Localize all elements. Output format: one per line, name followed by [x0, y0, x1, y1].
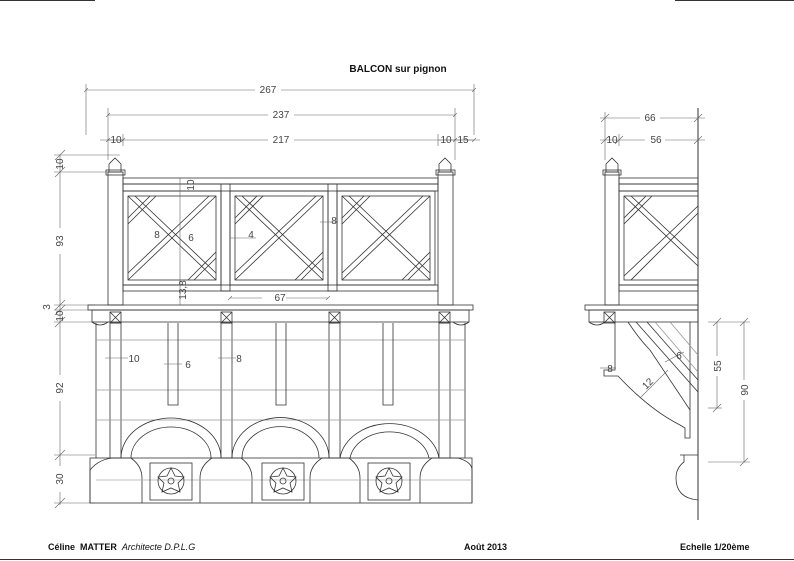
dim-overall-width: 267 [260, 85, 277, 96]
dim-baluster: 6 [185, 360, 191, 371]
dim-side-overall: 66 [644, 113, 656, 124]
dim-side-total: 90 [740, 384, 751, 396]
dim-railing: 93 [55, 235, 66, 247]
author-block: Céline MATTER Architecte D.P.L.G [48, 542, 195, 552]
author-last-name: MATTER [80, 542, 117, 552]
dim-front-post: 10 [128, 354, 140, 365]
dim-side-depth: 56 [650, 135, 662, 146]
dim-left-post: 10 [110, 135, 122, 146]
dim-lattice-c: 4 [248, 230, 254, 241]
dim-brace: 12 [640, 376, 656, 392]
scale-text: Echelle 1/20ème [680, 542, 750, 552]
dim-lattice: 8 [154, 230, 160, 241]
dim-rail-right: 8 [331, 216, 337, 227]
dim-post-cap: 10 [55, 158, 66, 170]
side-view-dimensions: 66 10 56 55 90 8 12 6 [606, 113, 751, 396]
drawing-scale: Echelle 1/20ème [680, 542, 750, 552]
front-view-dimensions: 267 237 10 217 10 15 67 10 93 3 10 92 30… [42, 85, 469, 485]
dim-side-post: 10 [606, 135, 618, 146]
front-view [54, 84, 480, 509]
dim-right-overhang: 15 [457, 135, 469, 146]
dim-base: 30 [55, 473, 66, 485]
author-first-name: Céline [48, 542, 76, 552]
dim-bracket-zone: 92 [55, 382, 66, 394]
side-view [584, 108, 750, 520]
dim-baluster-b: 8 [236, 354, 242, 365]
drawing-date: Août 2013 [464, 542, 507, 552]
dim-side-lower: 55 [713, 360, 724, 372]
dim-panel: 67 [274, 293, 286, 304]
dim-rail-bottom: 13,8 [178, 280, 189, 300]
dim-corbel-width: 8 [607, 364, 613, 375]
dim-beam: 10 [55, 310, 66, 322]
author-profession: Architecte D.P.L.G [121, 542, 196, 552]
dim-span: 217 [273, 135, 290, 146]
dim-inner-width: 237 [273, 110, 290, 121]
dim-rail-top: 10 [186, 179, 197, 191]
dim-cornice: 3 [42, 304, 53, 310]
drawing-title: BALCON sur pignon [349, 64, 446, 75]
dim-brace-b: 6 [676, 351, 682, 362]
dim-lattice-b: 6 [188, 233, 194, 244]
dim-right-post: 10 [440, 135, 452, 146]
date-text: Août 2013 [464, 542, 508, 552]
